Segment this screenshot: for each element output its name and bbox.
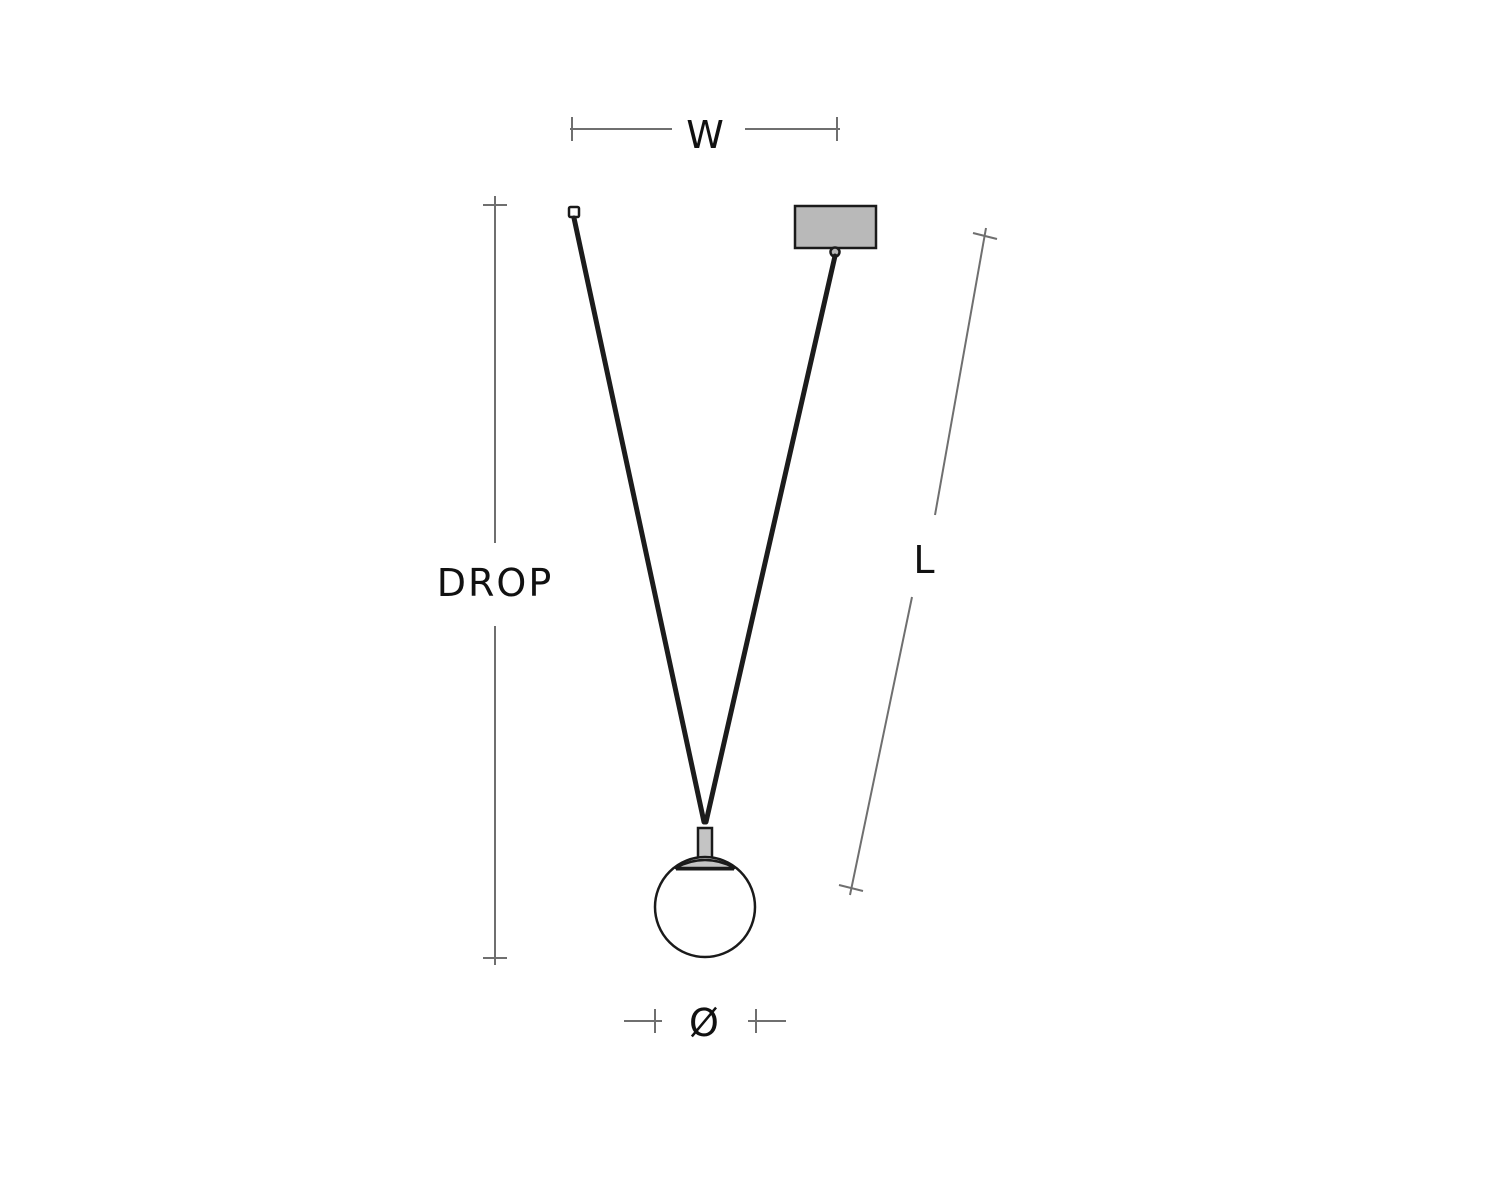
length-dimension-line-top <box>934 227 987 516</box>
diameter-label: Ø <box>689 1001 721 1045</box>
length-label: L <box>913 538 936 582</box>
length-dimension-tick-bottom <box>838 884 864 892</box>
ceiling-canopy <box>793 204 878 250</box>
diameter-dimension: Ø <box>624 1001 786 1045</box>
drop-label: DROP <box>437 561 554 605</box>
ceiling-hook <box>567 205 581 219</box>
length-dimension-line-bottom <box>849 596 913 896</box>
left-cable <box>571 215 707 825</box>
glass-globe <box>653 855 757 959</box>
width-label: W <box>686 113 726 157</box>
pendant-lamp <box>567 204 878 959</box>
width-dimension: W <box>570 113 840 157</box>
length-dimension: L <box>838 227 998 896</box>
length-dimension-tick-top <box>972 232 998 240</box>
globe-cap <box>674 858 736 870</box>
right-cable <box>703 253 838 825</box>
drop-dimension: DROP <box>437 196 554 965</box>
